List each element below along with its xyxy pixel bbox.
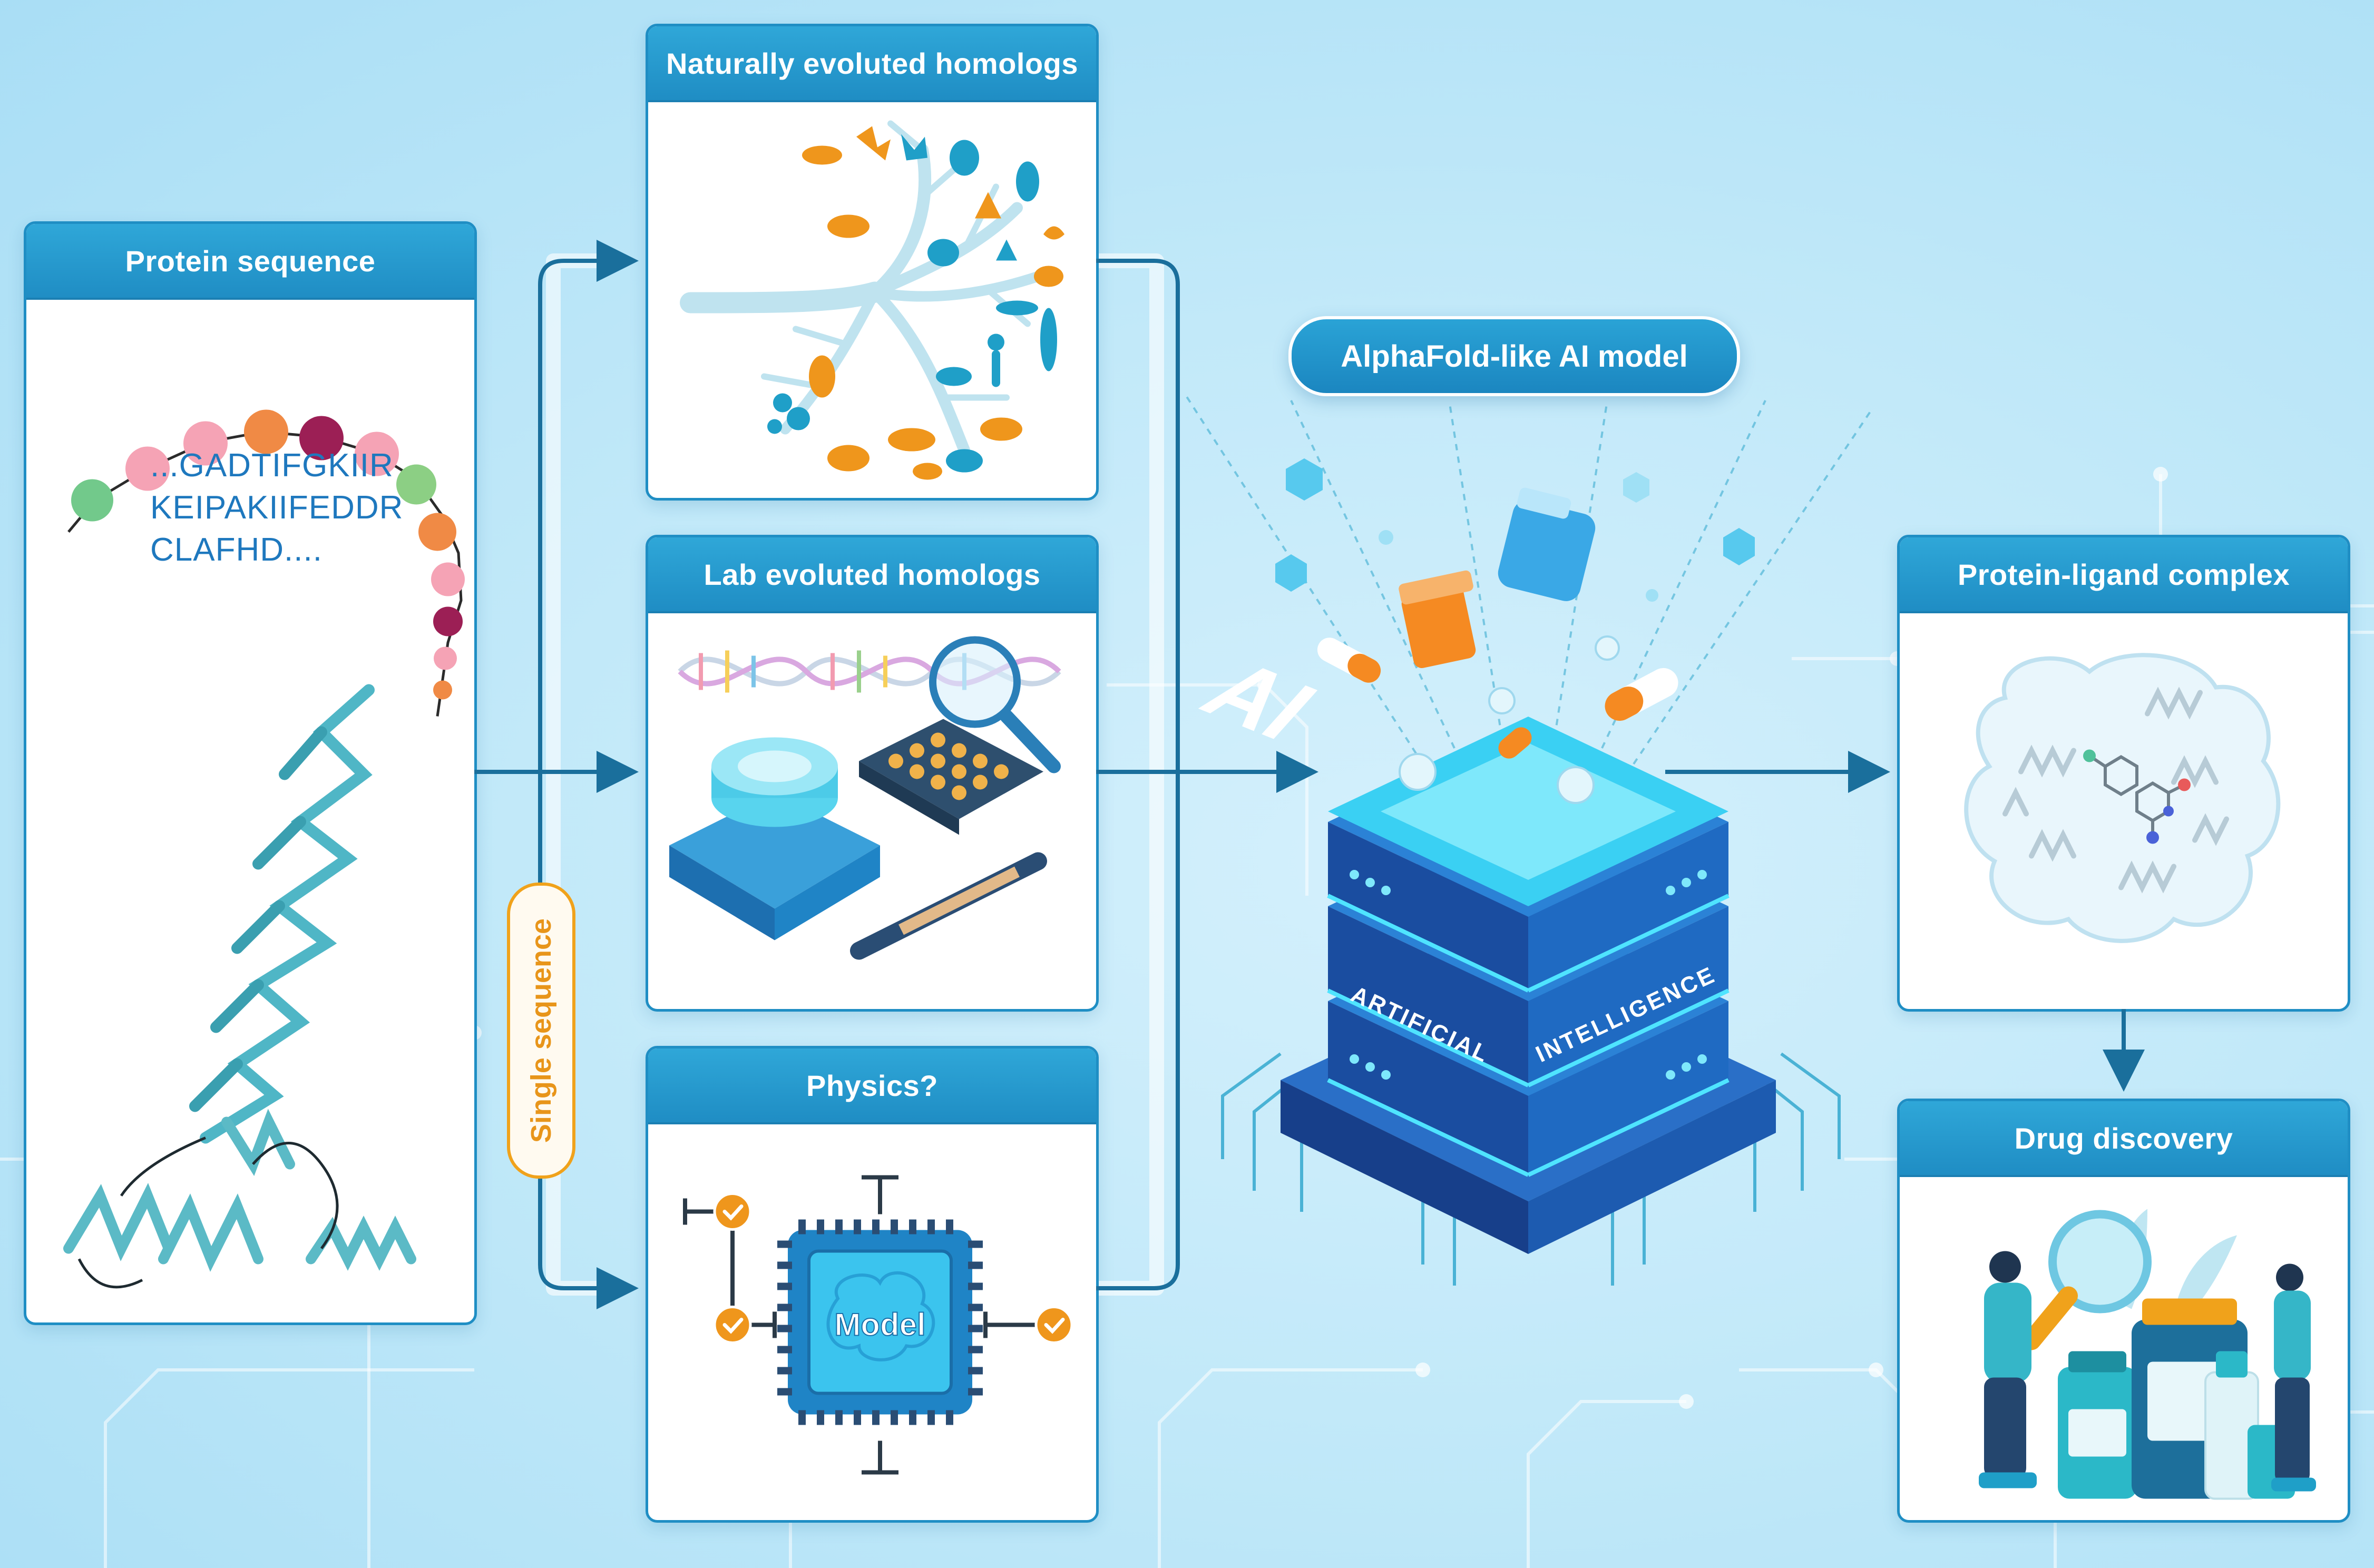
natural-homologs-body <box>648 102 1096 498</box>
physics-title: Physics? <box>648 1048 1096 1124</box>
physics-panel: Physics? <box>646 1046 1099 1523</box>
lab-equipment-illustration <box>669 636 1061 960</box>
drug-discovery-body <box>1900 1177 2348 1520</box>
natural-homologs-title: Naturally evoluted homologs <box>648 26 1096 102</box>
protein-structure-illustration <box>63 409 465 1289</box>
complex-panel: Protein-ligand complex <box>1897 535 2350 1012</box>
lab-homologs-body <box>648 613 1096 1009</box>
ai-model-label: AlphaFold-like AI model <box>1288 316 1740 396</box>
model-chip-illustration: Model <box>683 1175 1073 1475</box>
physics-body: Model <box>648 1124 1096 1520</box>
drug-discovery-title: Drug discovery <box>1900 1101 2348 1177</box>
protein-sequence-title: Protein sequence <box>26 224 474 300</box>
single-sequence-label: Single sequence <box>507 883 575 1179</box>
phylogenetic-tree-icon <box>680 120 1064 480</box>
natural-homologs-panel: Naturally evoluted homologs <box>646 24 1099 501</box>
protein-sequence-body: ...GADTIFGKIIR KEIPAKIIFEDDR CLAFHD.... <box>26 300 474 1322</box>
drug-discovery-panel: Drug discovery <box>1897 1099 2350 1523</box>
sequence-line-2: KEIPAKIIFEDDR <box>150 489 404 526</box>
lab-homologs-title: Lab evoluted homologs <box>648 537 1096 613</box>
complex-body <box>1900 613 2348 1009</box>
protein-sequence-panel: Protein sequence <box>24 221 477 1325</box>
chip-label: Model <box>834 1307 925 1342</box>
drug-discovery-illustration <box>1979 1209 2316 1500</box>
sequence-line-3: CLAFHD.... <box>150 532 323 568</box>
single-sequence-text: Single sequence <box>525 918 557 1143</box>
lab-homologs-panel: Lab evoluted homologs <box>646 535 1099 1012</box>
complex-title: Protein-ligand complex <box>1900 537 2348 613</box>
sequence-text: ...GADTIFGKIIR KEIPAKIIFEDDR CLAFHD.... <box>150 445 403 571</box>
sequence-line-1: ...GADTIFGKIIR <box>150 447 394 484</box>
protein-ligand-illustration <box>1964 653 2281 943</box>
